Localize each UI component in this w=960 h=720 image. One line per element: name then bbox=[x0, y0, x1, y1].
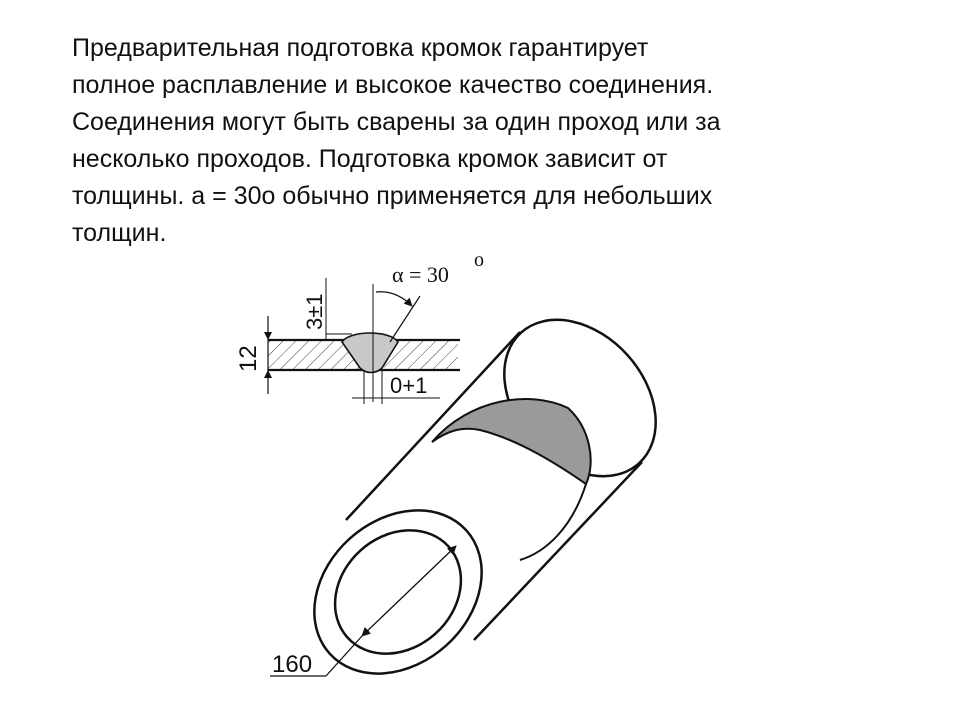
paragraph-line: толщины. a = 30о обычно применяется для … bbox=[72, 182, 713, 210]
weld-band bbox=[431, 398, 592, 486]
pipe-drawing: 160 bbox=[270, 318, 657, 678]
weld-section-drawing: α = 30 o 3±1 12 0+1 bbox=[235, 249, 484, 404]
paragraph-line: полное расплавление и высокое качество с… bbox=[72, 71, 714, 99]
weld-bead bbox=[341, 332, 399, 374]
pipe-bottom-edge bbox=[473, 461, 643, 641]
thickness-arrow-bottom bbox=[264, 370, 272, 378]
weld-band-edge bbox=[519, 483, 587, 561]
paragraph-line: Предварительная подготовка кромок гарант… bbox=[72, 34, 649, 62]
angle-arc bbox=[375, 291, 413, 307]
thickness-label: 12 bbox=[235, 345, 262, 372]
bevel-leader bbox=[389, 295, 421, 343]
thickness-arrow-top bbox=[264, 332, 272, 340]
diameter-leader bbox=[325, 635, 363, 677]
gap-label: 0+1 bbox=[390, 373, 427, 398]
root-face-label: 3±1 bbox=[302, 293, 327, 330]
paragraph-line: Соединения могут быть сварены за один пр… bbox=[72, 108, 721, 136]
diameter-label: 160 bbox=[272, 651, 312, 678]
diameter-line bbox=[361, 545, 457, 637]
paragraph-line: толщин. bbox=[72, 219, 167, 247]
paragraph-line: несколько проходов. Подготовка кромок за… bbox=[72, 145, 668, 173]
angle-label: α = 30 bbox=[392, 262, 449, 287]
angle-unit: o bbox=[474, 249, 484, 271]
slide-paragraph: Предварительная подготовка кромок гарант… bbox=[72, 30, 912, 252]
pipe-top-edge bbox=[345, 331, 521, 521]
